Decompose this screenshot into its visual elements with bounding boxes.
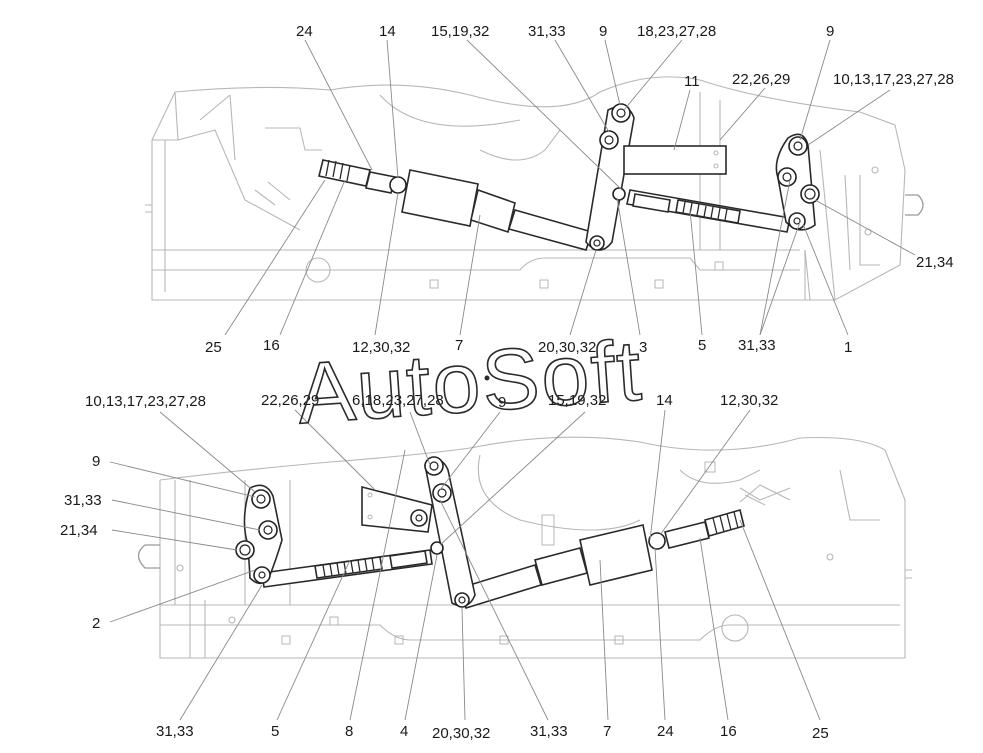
label: 21,34 xyxy=(916,254,954,271)
label: 31,33 xyxy=(156,723,194,740)
label: 9 xyxy=(498,394,506,411)
label: 22,26,29 xyxy=(732,71,790,88)
label: 11 xyxy=(684,73,700,90)
label: 5 xyxy=(271,723,279,740)
bottom-link-rod xyxy=(261,549,433,588)
top-leaders xyxy=(224,39,916,336)
top-link-rod xyxy=(626,189,791,233)
label: 14 xyxy=(379,23,396,40)
label: 20,30,32 xyxy=(432,725,490,742)
label: 31,33 xyxy=(64,492,102,509)
label: 14 xyxy=(656,392,673,409)
label: 2 xyxy=(92,615,100,632)
label: 5 xyxy=(698,337,706,354)
top-lever xyxy=(585,103,727,251)
label: 24 xyxy=(296,23,313,40)
label: 25 xyxy=(812,725,829,742)
label: 16 xyxy=(720,723,737,740)
bottom-actuator xyxy=(459,509,745,610)
label: 22,26,29 xyxy=(261,392,319,409)
label: 15,19,32 xyxy=(548,392,606,409)
label: 1 xyxy=(844,339,852,356)
label: 6,18,23,27,28 xyxy=(352,392,444,409)
watermark-text: AutoSoft xyxy=(294,322,646,442)
bottom-bellcrank xyxy=(235,484,283,585)
label: 15,19,32 xyxy=(431,23,489,40)
label: 21,34 xyxy=(60,522,98,539)
label: 18,23,27,28 xyxy=(637,23,716,40)
bottom-view xyxy=(109,409,912,721)
label: 4 xyxy=(400,723,408,740)
top-labels: 24 14 15,19,32 31,33 9 18,23,27,28 9 11 … xyxy=(205,23,954,356)
label: 25 xyxy=(205,339,222,356)
label: 8 xyxy=(345,723,353,740)
bottom-lever xyxy=(361,456,476,608)
label: 31,33 xyxy=(738,337,776,354)
label: 12,30,32 xyxy=(720,392,778,409)
label: 31,33 xyxy=(528,23,566,40)
label: 9 xyxy=(599,23,607,40)
bottom-leaders xyxy=(109,409,821,721)
label: 31,33 xyxy=(530,723,568,740)
label: 10,13,17,23,27,28 xyxy=(85,393,206,410)
label: 16 xyxy=(263,337,280,354)
label: 9 xyxy=(92,453,100,470)
label: 3 xyxy=(639,339,647,356)
bottom-labels: 10,13,17,23,27,28 22,26,29 6,18,23,27,28… xyxy=(60,392,829,742)
label: 7 xyxy=(603,723,611,740)
label: 20,30,32 xyxy=(538,339,596,356)
top-frame xyxy=(145,76,924,301)
top-actuator xyxy=(318,159,594,251)
label: 7 xyxy=(455,337,463,354)
watermark-dot xyxy=(484,375,490,381)
bottom-frame xyxy=(137,436,912,659)
label: 10,13,17,23,27,28 xyxy=(833,71,954,88)
label: 24 xyxy=(657,723,674,740)
top-view xyxy=(145,39,924,336)
label: 9 xyxy=(826,23,834,40)
label: 12,30,32 xyxy=(352,339,410,356)
